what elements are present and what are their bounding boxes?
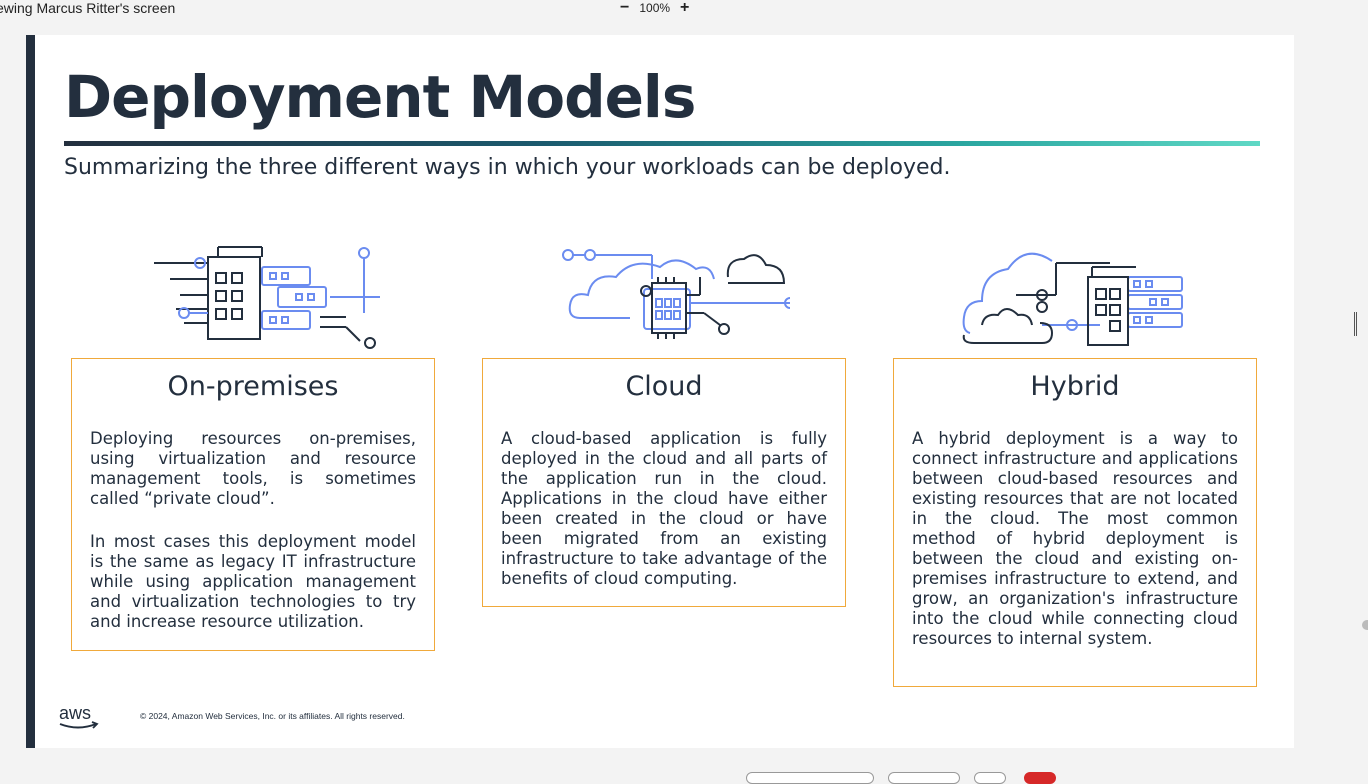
card-body: A cloud-based application is fully deplo… — [501, 429, 827, 589]
card-title: Hybrid — [1030, 371, 1120, 402]
slide-title: Deployment Models — [64, 63, 696, 131]
slide-left-bar — [26, 35, 35, 748]
aws-logo-icon: aws — [59, 703, 99, 729]
copyright-text: © 2024, Amazon Web Services, Inc. or its… — [140, 711, 405, 721]
card-paragraph: A cloud-based application is fully deplo… — [501, 429, 827, 588]
zoom-out-button[interactable]: − — [620, 0, 630, 16]
on-premises-card: On-premises Deploying resources on-premi… — [71, 358, 435, 651]
card-body: A hybrid deployment is a way to connect … — [912, 429, 1238, 649]
zoom-level: 100% — [639, 1, 671, 15]
hybrid-illustration-icon — [962, 252, 1183, 346]
viewer-toolbar: ewing Marcus Ritter's screen − 100% + — [0, 0, 1368, 18]
card-paragraph: In most cases this deployment model is t… — [90, 532, 416, 631]
zoom-controls: − 100% + — [620, 0, 689, 16]
shared-slide: Deployment Models Summarizing the three … — [26, 35, 1294, 748]
end-call-button[interactable] — [1024, 772, 1056, 784]
zoom-in-button[interactable]: + — [680, 0, 690, 16]
bottom-control-button[interactable] — [974, 772, 1006, 784]
card-paragraph: Deploying resources on-premises, using v… — [90, 429, 416, 508]
on-premises-illustration-icon — [154, 246, 380, 349]
resize-handle[interactable] — [1354, 312, 1357, 336]
aws-logo-text: aws — [59, 703, 91, 723]
bottom-control-pill[interactable] — [888, 772, 960, 784]
bottom-control-pill[interactable] — [746, 772, 874, 784]
side-panel-tab[interactable] — [1362, 620, 1368, 630]
title-divider — [64, 141, 1260, 146]
card-title: On-premises — [167, 371, 339, 402]
cloud-card: Cloud A cloud-based application is fully… — [482, 358, 846, 607]
screen-share-label: ewing Marcus Ritter's screen — [0, 0, 176, 16]
cloud-illustration-icon — [562, 249, 790, 339]
card-body: Deploying resources on-premises, using v… — [90, 429, 416, 632]
card-paragraph: A hybrid deployment is a way to connect … — [912, 429, 1238, 648]
card-title: Cloud — [625, 371, 703, 402]
slide-subtitle: Summarizing the three different ways in … — [64, 155, 951, 180]
hybrid-card: Hybrid A hybrid deployment is a way to c… — [893, 358, 1257, 687]
